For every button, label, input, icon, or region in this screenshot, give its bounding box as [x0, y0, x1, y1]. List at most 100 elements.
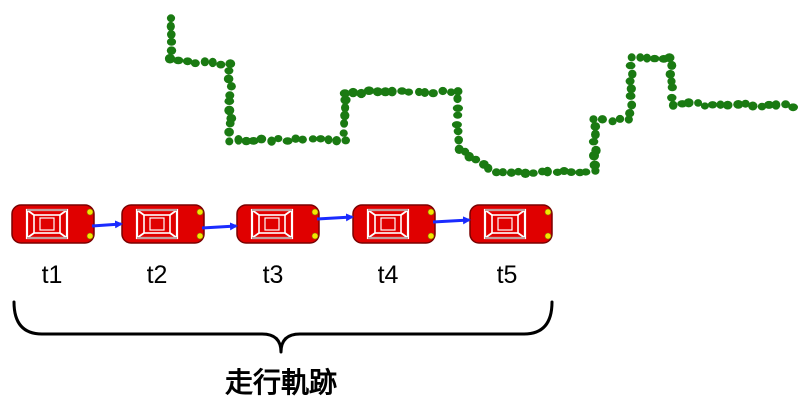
trajectory-dot	[588, 138, 599, 146]
trajectory-dot	[667, 93, 677, 102]
trajectory-dot	[707, 101, 718, 109]
trajectory-dot	[452, 104, 463, 112]
trajectory-dot	[420, 88, 430, 97]
trajectory-dot	[722, 100, 733, 110]
time-label-t4: t4	[378, 261, 399, 289]
trajectory-dot	[668, 100, 678, 110]
trajectory-dot	[356, 88, 367, 99]
trajectory-dot	[339, 89, 350, 98]
time-label-t2: t2	[147, 261, 168, 289]
trajectory-dot	[324, 135, 333, 145]
trajectory-dot	[764, 100, 774, 109]
trajectory-dot	[625, 92, 636, 100]
trajectory-dot	[166, 14, 176, 23]
trajectory-dot	[591, 145, 601, 156]
trajectory-dot	[528, 169, 538, 177]
caption-title: 走行軌跡	[225, 366, 337, 399]
trajectory-dot	[226, 82, 236, 91]
trajectory-dot	[624, 115, 633, 124]
trajectory-dot	[274, 135, 283, 143]
trajectory-dot	[166, 38, 177, 46]
time-label-t3: t3	[263, 261, 284, 289]
arrow-right-icon	[316, 213, 354, 222]
trajectory-dot	[167, 30, 176, 39]
arrow-right-icon	[432, 216, 471, 225]
trajectory-dot	[308, 135, 318, 143]
trajectory-dot	[664, 53, 675, 63]
trajectory-dot	[628, 69, 637, 79]
trajectory-dot	[771, 100, 781, 110]
trajectory-dot	[397, 87, 407, 95]
trajectory-dot	[683, 98, 694, 108]
trajectory-dot	[298, 135, 307, 144]
trajectory-dot	[506, 168, 516, 177]
trajectory-dot	[372, 87, 383, 97]
trajectory-dot	[363, 86, 375, 95]
trajectory-dot	[454, 135, 464, 145]
trajectory-dot	[225, 137, 234, 146]
trajectory-dots	[164, 14, 798, 178]
trajectory-dot	[173, 56, 184, 65]
car-icon	[121, 204, 205, 244]
car-icon	[236, 204, 320, 244]
trajectory-dot	[559, 167, 569, 175]
trajectory-dot	[514, 167, 523, 176]
trajectory-dot	[208, 57, 217, 68]
trajectory-dot	[589, 160, 600, 170]
trajectory-dot	[453, 127, 463, 136]
trajectory-dot	[625, 109, 635, 118]
trajectory-dot	[267, 136, 276, 146]
time-label-t1: t1	[42, 261, 63, 289]
trajectory-dot	[316, 135, 326, 143]
trajectory-dot	[166, 21, 175, 32]
trajectory-dot	[190, 59, 200, 68]
trajectory-dot	[748, 101, 758, 111]
trajectory-dot	[256, 134, 267, 144]
car-sequence	[11, 204, 553, 244]
trajectory-dot	[438, 86, 448, 96]
trajectory-dot	[340, 110, 350, 121]
trajectory-dot	[591, 129, 600, 140]
trajectory-dot	[590, 122, 601, 131]
trajectory-dot	[223, 74, 234, 84]
trajectory-dot	[636, 53, 645, 62]
trajectory-dot	[733, 100, 744, 109]
trajectory-dot	[166, 46, 177, 55]
time-label-t5: t5	[497, 261, 518, 289]
arrow-sequence	[91, 213, 471, 231]
trajectory-dot	[543, 166, 552, 177]
trajectory-dot	[741, 99, 750, 108]
trajectory-dot	[694, 99, 703, 107]
trajectory-dot	[667, 83, 677, 92]
trajectory-dot	[234, 135, 243, 145]
trajectory-dot	[498, 168, 507, 177]
trajectory-dot	[341, 136, 351, 145]
trajectory-dot	[643, 53, 651, 63]
trajectory-dot	[627, 53, 636, 62]
trajectory-dot	[484, 163, 493, 173]
trajectory-dot	[291, 134, 301, 143]
arrow-right-icon	[91, 220, 123, 229]
trajectory-dot	[447, 88, 456, 96]
trajectory-dot	[164, 53, 176, 64]
trajectory-dot	[665, 69, 675, 79]
trajectory-dot	[471, 155, 481, 164]
trajectory-dot	[781, 100, 790, 109]
trajectory-dot	[225, 119, 235, 128]
car-icon	[352, 204, 436, 244]
trajectory-dot	[625, 61, 636, 70]
car-icon	[11, 204, 95, 244]
trajectory-dot	[453, 87, 463, 96]
trajectory-dot	[248, 137, 259, 145]
trajectory-dot	[428, 89, 438, 98]
trajectory-dot	[200, 57, 210, 67]
trajectory-dot	[225, 91, 235, 100]
arrow-right-icon	[201, 222, 238, 231]
trajectory-dot	[520, 168, 531, 178]
trajectory-dot	[626, 84, 636, 94]
trajectory-dot	[700, 102, 709, 110]
trajectory-dot	[387, 86, 397, 97]
trajectory-dot	[589, 115, 598, 124]
trajectory-dot	[627, 100, 637, 110]
